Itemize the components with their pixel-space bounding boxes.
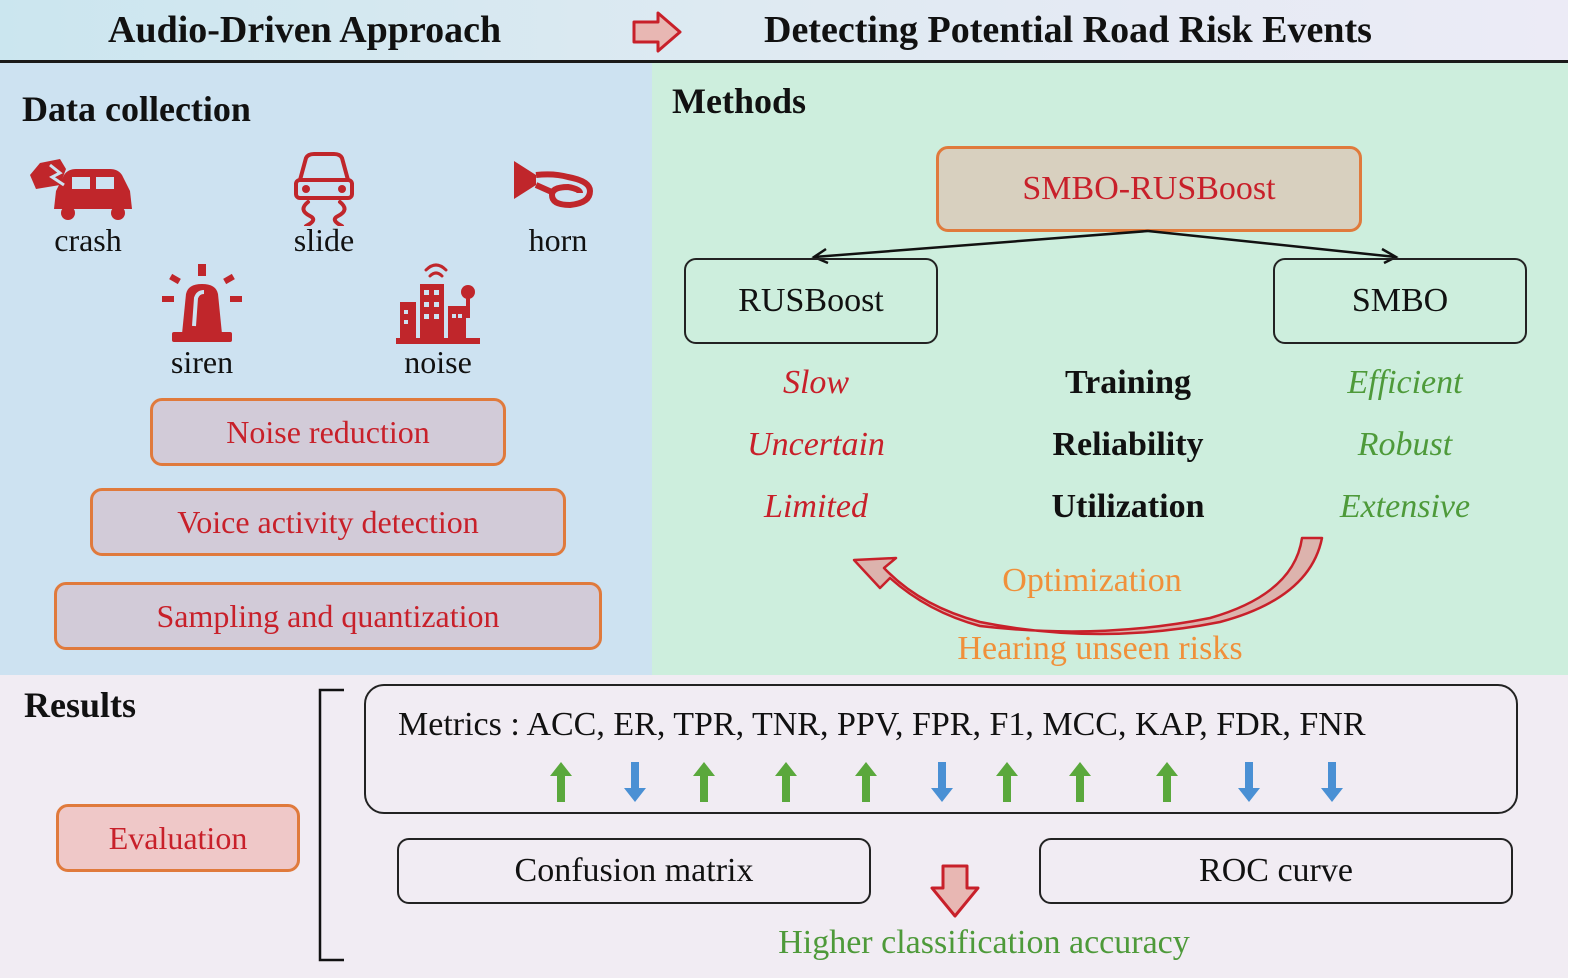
smbo-rusboost-box: SMBO-RUSBoost xyxy=(936,146,1362,232)
up-arrow-icon xyxy=(996,762,1019,802)
up-arrow-icon xyxy=(693,762,716,802)
criterion-training: Training xyxy=(1065,364,1191,401)
trait-limited: Limited xyxy=(764,488,868,525)
metric-fpr: FPR xyxy=(911,706,973,743)
horn-label: horn xyxy=(528,222,588,258)
trait-slow: Slow xyxy=(782,364,850,401)
criterion-utilization: Utilization xyxy=(1051,488,1205,525)
siren-icon xyxy=(162,264,242,342)
confusion-matrix-box: Confusion matrix xyxy=(397,838,871,904)
conclusion-text: Higher classification accuracy xyxy=(778,924,1190,961)
header-left-title: Audio-Driven Approach xyxy=(108,9,502,51)
methods-title: Methods xyxy=(672,81,806,121)
smbo-box: SMBO xyxy=(1273,258,1527,344)
metric-kap: KAP xyxy=(1134,706,1200,743)
up-arrow-icon xyxy=(1156,762,1179,802)
down-arrow-icon xyxy=(930,864,980,918)
siren-label: siren xyxy=(170,344,234,380)
down-arrow-icon xyxy=(1238,762,1261,802)
metric-mcc: MCC xyxy=(1042,706,1118,743)
metric-f1: F1 xyxy=(989,706,1026,743)
criterion-reliability: Reliability xyxy=(1052,426,1204,463)
down-arrow-icon xyxy=(931,762,954,802)
up-arrow-icon xyxy=(774,762,797,802)
evaluation-box: Evaluation xyxy=(56,804,300,872)
tagline: Hearing unseen risks xyxy=(957,630,1243,667)
metric-acc: ACC xyxy=(526,706,597,743)
rusboost-box: RUSBoost xyxy=(684,258,938,344)
up-arrow-icon xyxy=(1069,762,1092,802)
metrics-prefix: Metrics : xyxy=(398,706,520,743)
metric-tpr: TPR xyxy=(673,706,736,743)
down-arrow-icon xyxy=(1321,762,1344,802)
trait-efficient: Efficient xyxy=(1347,364,1463,401)
noise-label: noise xyxy=(404,344,472,380)
metric-arrows xyxy=(364,760,1518,806)
metric-tnr: TNR xyxy=(751,706,820,743)
sampling-quantization-box: Sampling and quantization xyxy=(54,582,602,650)
metrics-box xyxy=(364,684,1518,814)
car-crash-icon xyxy=(30,159,132,220)
metric-er: ER xyxy=(613,706,657,743)
optimization-label: Optimization xyxy=(1002,562,1182,599)
roc-curve-box: ROC curve xyxy=(1039,838,1513,904)
voice-activity-detection-box: Voice activity detection xyxy=(90,488,566,556)
up-arrow-icon xyxy=(550,762,573,802)
metric-names: ACC, ER, TPR, TNR, PPV, FPR, F1, MCC, KA… xyxy=(526,706,1366,743)
noise-reduction-box: Noise reduction xyxy=(150,398,506,466)
results-title: Results xyxy=(24,685,137,725)
optimization-arrow xyxy=(852,536,1324,636)
down-arrow-icon xyxy=(624,762,647,802)
crash-label: crash xyxy=(54,222,122,258)
metric-fdr: FDR xyxy=(1216,706,1283,743)
data-collection-panel xyxy=(0,63,652,675)
results-bracket xyxy=(318,688,344,962)
data-collection-title: Data collection xyxy=(22,89,251,129)
tree-connectors xyxy=(811,229,1399,265)
title-bar xyxy=(0,0,1568,63)
city-noise-icon xyxy=(396,263,480,344)
metrics-list: Metrics : ACC, ER, TPR, TNR, PPV, FPR, F… xyxy=(398,706,1366,744)
trait-uncertain: Uncertain xyxy=(747,426,885,463)
metric-fnr: FNR xyxy=(1299,706,1366,743)
metric-ppv: PPV xyxy=(836,706,895,743)
header-right-title: Detecting Potential Road Risk Events xyxy=(764,9,1372,51)
horn-icon xyxy=(514,161,594,209)
right-arrow-icon xyxy=(632,11,682,53)
trait-extensive: Extensive xyxy=(1339,488,1471,525)
slide-label: slide xyxy=(293,222,355,258)
car-slide-icon xyxy=(294,152,354,226)
up-arrow-icon xyxy=(854,762,877,802)
trait-robust: Robust xyxy=(1357,426,1453,463)
